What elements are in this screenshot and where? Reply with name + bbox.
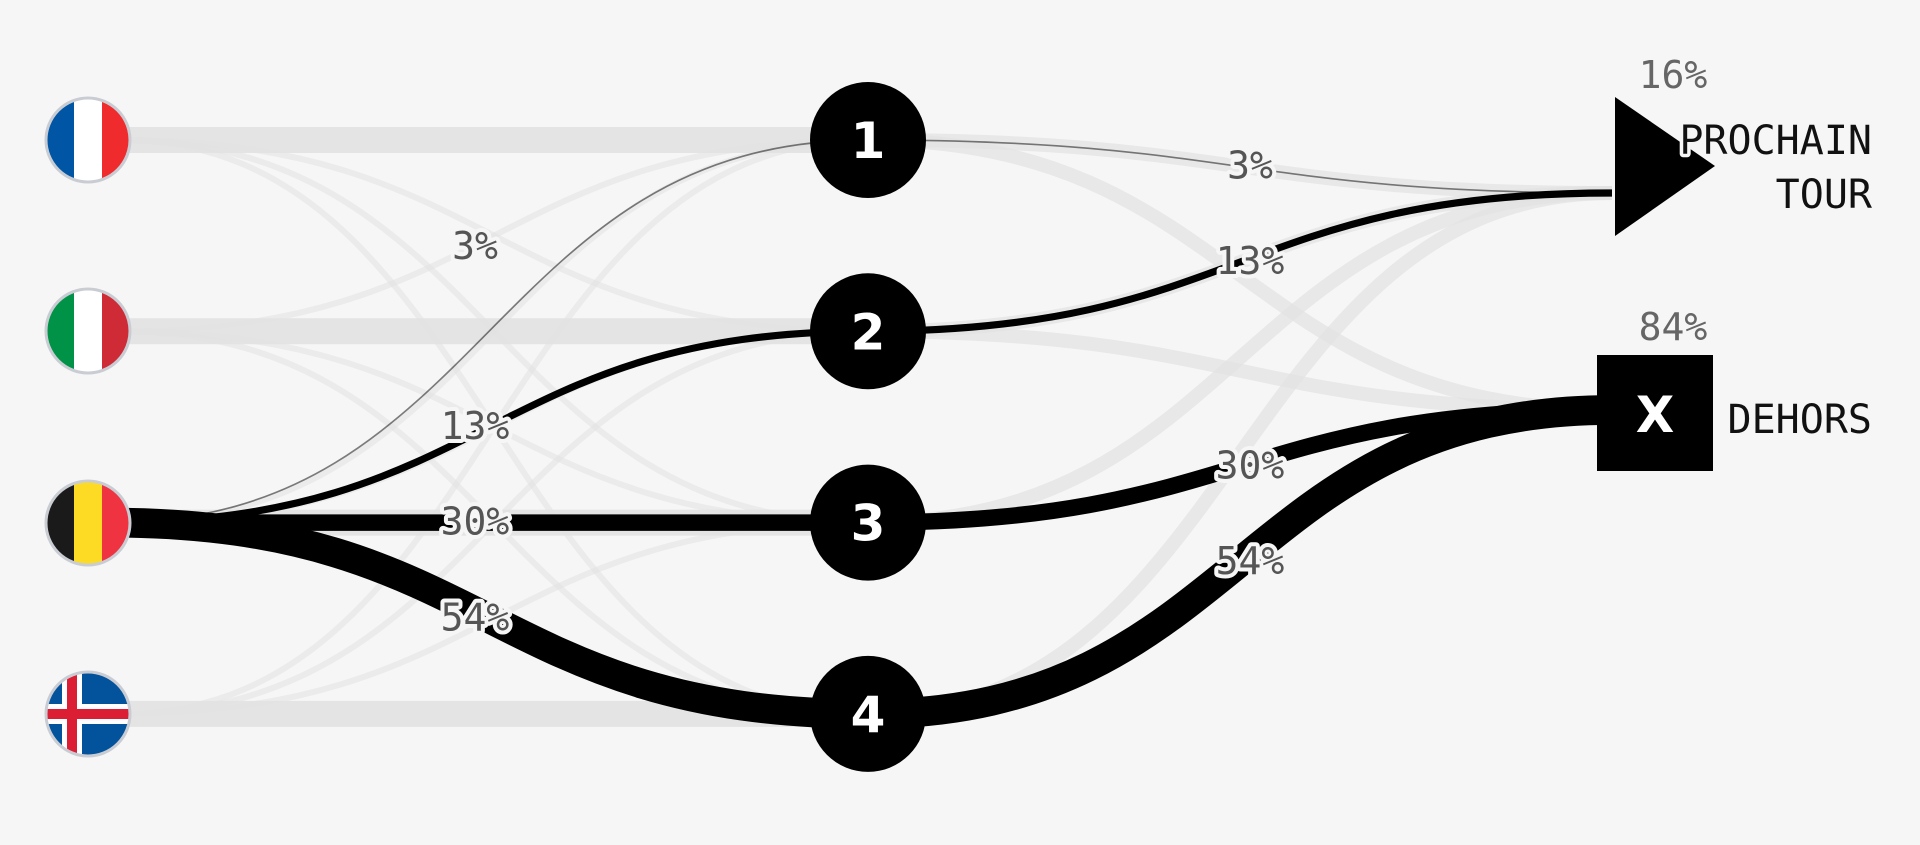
ghost-flow-pos2-out bbox=[867, 324, 1613, 417]
outcome-flow-pos1-next bbox=[867, 139, 1613, 194]
outcome-flow-label-1: 3% bbox=[1227, 144, 1273, 188]
x-box-symbol: X bbox=[1636, 386, 1675, 444]
team-flow-label-4: 54% bbox=[441, 595, 510, 639]
position-nodes-layer: 1 2 3 4 bbox=[810, 82, 926, 772]
position-number-2: 2 bbox=[851, 303, 886, 361]
team-flags-layer bbox=[44, 96, 132, 758]
team-flow-belgium-2 bbox=[109, 327, 869, 527]
triangle-arrow-icon bbox=[1615, 97, 1715, 236]
position-number-1: 1 bbox=[851, 112, 886, 170]
position-node-4: 4 bbox=[810, 655, 926, 772]
italy-flag-icon bbox=[46, 289, 130, 373]
outcome-flow-label-4: 54% bbox=[1216, 539, 1285, 583]
position-node-1: 1 bbox=[810, 82, 926, 198]
position-number-4: 4 bbox=[851, 686, 886, 744]
outcome-flow-pos4-out bbox=[867, 395, 1613, 729]
x-box-icon bbox=[1597, 355, 1713, 471]
position-node-3: 3 bbox=[810, 464, 926, 581]
outcomes-layer: 16% PROCHAIN TOUR X 84% DEHORS bbox=[1597, 53, 1876, 471]
next-round-label-line1: PROCHAIN bbox=[1679, 118, 1872, 164]
out-percent: 84% bbox=[1639, 305, 1708, 349]
position-node-2: 2 bbox=[810, 273, 926, 390]
ghost-flow-pos1-out bbox=[867, 133, 1613, 417]
outcome-flow-label-3: 30% bbox=[1216, 443, 1285, 487]
next-round-label-line2: TOUR bbox=[1776, 172, 1873, 218]
position-number-3: 3 bbox=[851, 495, 886, 553]
team-flow-label-3: 30% bbox=[441, 500, 510, 544]
team-flow-belgium-1 bbox=[109, 139, 869, 524]
iceland-flag-icon bbox=[46, 672, 130, 756]
outcome-flow-pos2-next bbox=[867, 189, 1613, 335]
team-flow-belgium-4 bbox=[109, 507, 869, 729]
team-flow-label-1: 3% bbox=[452, 224, 498, 268]
team-flow-label-2: 13% bbox=[441, 404, 510, 448]
out-label: DEHORS bbox=[1728, 397, 1873, 443]
next-round-percent: 16% bbox=[1639, 53, 1708, 97]
highlight-flows-layer: 3% 13% 30% 54% 3% 13% 30% 54% bbox=[109, 139, 1613, 729]
outcome-flow-label-2: 13% bbox=[1216, 239, 1285, 283]
ghost-flow-pos3-next bbox=[867, 186, 1613, 530]
